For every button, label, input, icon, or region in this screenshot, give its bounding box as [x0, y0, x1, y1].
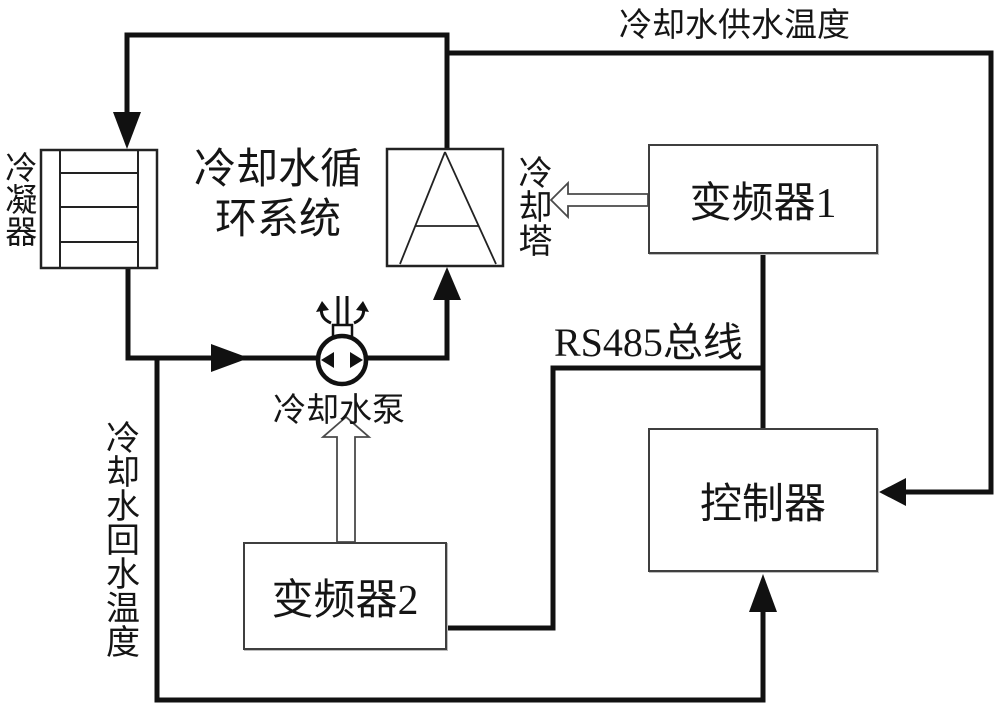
pipe-condenser-to-pump [125, 268, 318, 361]
inverter2-box: 变频器2 [243, 542, 447, 650]
pipe-pump-to-tower [366, 297, 450, 361]
rs485-bus-label: RS485总线 [554, 320, 743, 365]
condenser-icon [39, 148, 159, 270]
bus-rs485-line [447, 365, 763, 631]
inverter2-label: 变频器2 [271, 577, 419, 624]
pipe-tower-to-condenser [124, 32, 450, 150]
controller-label: 控制器 [699, 481, 826, 528]
circulation-system-label: 冷却水循 环系统 [183, 146, 373, 245]
signal-return-temp-line [154, 358, 766, 703]
pump-icon [315, 296, 369, 387]
flow-arrow-up-into-tower-icon [433, 267, 461, 300]
flow-arrow-down-into-condenser-icon [113, 112, 141, 149]
cooling-tower-label: 冷却塔 [513, 155, 551, 257]
cooling-tower-icon [385, 147, 505, 268]
pump-label: 冷却水泵 [273, 393, 405, 429]
hollow-arrow-inverter1-to-tower-icon [549, 180, 649, 220]
arrow-into-controller-right-icon [879, 478, 906, 506]
signal-supply-temp-line [447, 50, 994, 495]
circulation-system-line1: 冷却水循 [193, 147, 362, 193]
hollow-arrow-inverter2-to-pump-icon [320, 415, 372, 543]
condenser-label: 冷凝器 [1, 151, 38, 247]
arrow-into-controller-bottom-icon [749, 574, 777, 612]
inverter1-label: 变频器1 [689, 180, 837, 227]
inverter1-box: 变频器1 [648, 144, 878, 254]
flow-arrow-right-icon [211, 344, 249, 372]
supply-temp-label: 冷却水供水温度 [619, 8, 850, 44]
circulation-system-line2: 环系统 [214, 196, 341, 243]
controller-box: 控制器 [648, 428, 878, 572]
return-temp-label: 冷却水回水温度 [100, 420, 138, 658]
